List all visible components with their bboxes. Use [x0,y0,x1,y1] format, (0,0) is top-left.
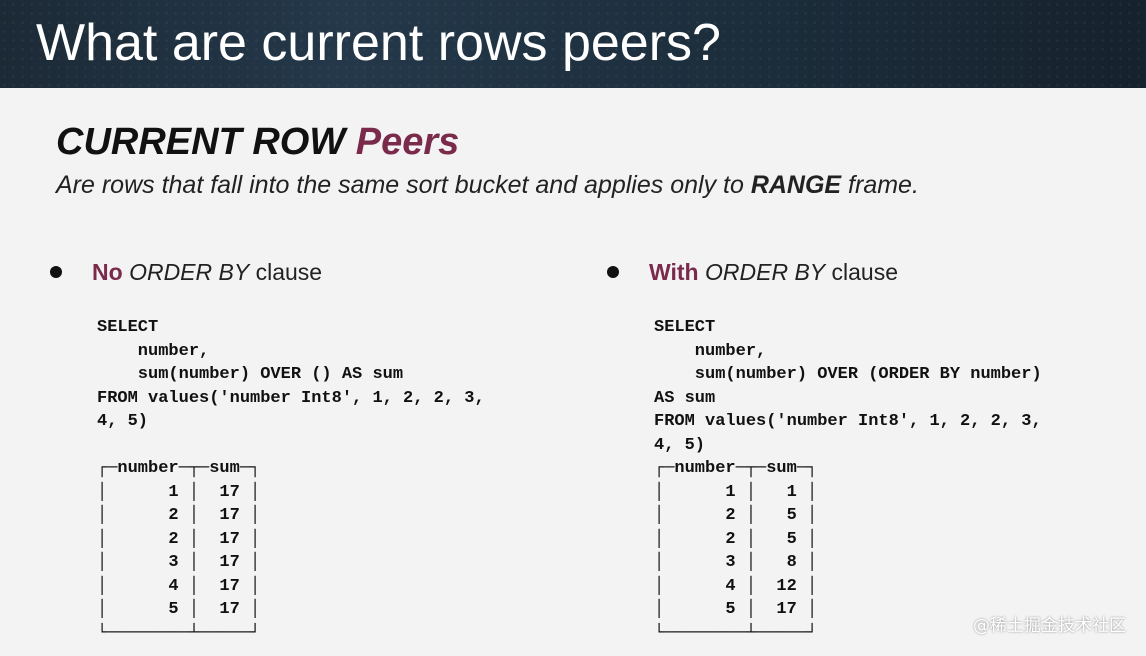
definition-bold: RANGE [750,171,842,199]
title-bar: What are current rows peers? [0,0,1146,88]
right-bullet: With ORDER BY clause [607,256,898,288]
left-result-table: ┌─number─┬─sum─┐ │ 1 │ 17 │ │ 2 │ 17 │ │… [97,459,261,643]
section-heading: CURRENT ROW Peers [56,118,459,166]
definition-text: Are rows that fall into the same sort bu… [56,168,919,202]
heading-accent: Peers [355,121,460,163]
watermark: @稀土掘金技术社区 [973,616,1126,636]
slide-title: What are current rows peers? [36,14,721,72]
right-order-by: ORDER BY [705,259,826,285]
left-bullet: No ORDER BY clause [50,256,322,288]
left-column: No ORDER BY clause SELECT number, sum(nu… [50,256,485,643]
left-code-block: SELECT number, sum(number) OVER () AS su… [97,316,485,645]
definition-before: Are rows that fall into the same sort bu… [56,171,751,199]
right-query: SELECT number, sum(number) OVER (ORDER B… [654,318,1042,455]
right-rest: clause [825,259,899,285]
right-keyword: With [649,259,699,285]
bullet-icon [50,265,62,278]
heading-main: CURRENT ROW [56,121,346,163]
definition-after: frame. [841,171,919,199]
bullet-icon [607,265,619,278]
right-column: With ORDER BY clause SELECT number, sum(… [607,256,1042,643]
left-query: SELECT number, sum(number) OVER () AS su… [97,318,485,431]
right-result-table: ┌─number─┬─sum─┐ │ 1 │ 1 │ │ 2 │ 5 │ │ 2… [654,459,818,643]
left-keyword: No [92,259,123,285]
left-order-by: ORDER BY [129,259,250,285]
left-rest: clause [249,259,323,285]
right-code-block: SELECT number, sum(number) OVER (ORDER B… [654,316,1042,645]
